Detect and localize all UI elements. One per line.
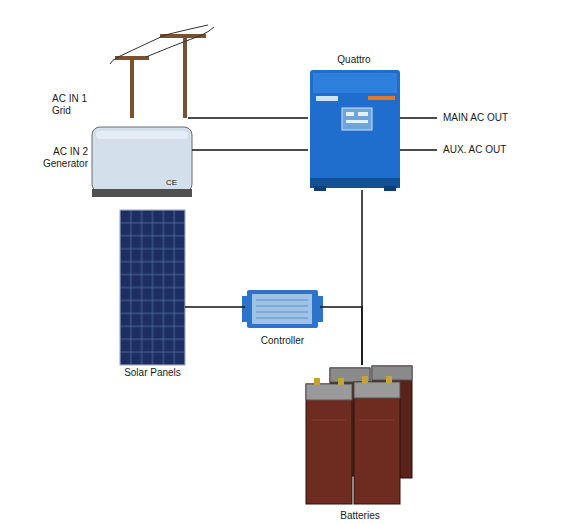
component-label: AC IN 1 Grid: [52, 93, 96, 117]
certification-mark: CE: [166, 178, 177, 188]
power-cable: [185, 306, 245, 308]
battery-bank-box: Batteries: [305, 365, 415, 505]
power-cable: [361, 190, 363, 365]
component-label: Batteries: [295, 510, 425, 522]
power-cable: [192, 149, 308, 151]
component-label: Solar Panels: [90, 367, 215, 379]
generator-housing: [92, 127, 192, 197]
charge-controller: [242, 290, 323, 328]
charge-controller-box: Controller: [245, 288, 320, 330]
utility-pole: [110, 25, 214, 118]
battery-bank: [306, 366, 412, 504]
power-cable: [320, 307, 362, 365]
grid-source: AC IN 1 Grid: [112, 30, 188, 120]
inverter-charger: [310, 70, 400, 191]
solar-array: Solar Panels: [120, 210, 185, 365]
component-label: AC IN 2 Generator: [34, 146, 88, 170]
power-cable: [188, 117, 308, 119]
component-label: Controller: [225, 335, 340, 347]
output-wire: [400, 149, 437, 151]
output-label: MAIN AC OUT: [443, 112, 508, 124]
solar-panel: [120, 210, 185, 365]
component-label: Quattro: [288, 54, 420, 66]
inverter-unit: Quattro: [308, 70, 400, 190]
output-wire: [400, 117, 437, 119]
output-label: AUX. AC OUT: [443, 144, 506, 156]
